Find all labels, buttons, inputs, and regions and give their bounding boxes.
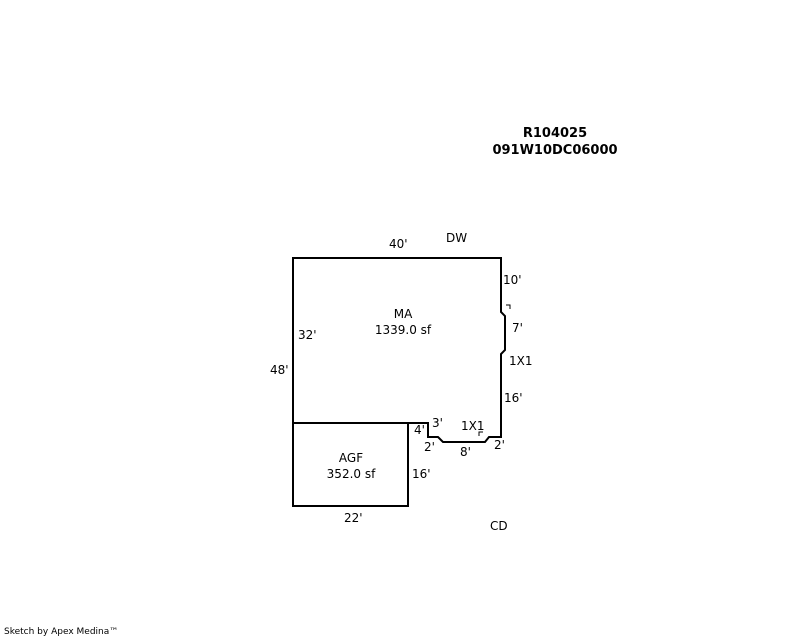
dim-notch-step: 3' bbox=[432, 416, 443, 430]
sketch-credit: Sketch by Apex Medina™ bbox=[4, 627, 119, 637]
garage-outline bbox=[292, 422, 409, 507]
map-number: 091W10DC06000 bbox=[492, 143, 618, 158]
dim-main-left: 32' bbox=[298, 328, 317, 342]
top-marker: DW bbox=[446, 231, 468, 245]
parcel-id: R104025 bbox=[522, 126, 588, 141]
corner-tick-notch bbox=[478, 431, 483, 436]
main-area-label: MA 1339.0 sf bbox=[360, 306, 446, 338]
bottom-marker: CD bbox=[490, 519, 508, 533]
parcel-identifiers: R104025 091W10DC06000 bbox=[470, 125, 640, 159]
garage-area-label: AGF 352.0 sf bbox=[311, 450, 391, 482]
dim-notch-right-offset: 2' bbox=[494, 438, 505, 452]
dim-notch-label: 1X1 bbox=[461, 419, 485, 433]
dim-right-lower: 16' bbox=[504, 391, 523, 405]
corner-tick-bay bbox=[506, 304, 511, 309]
garage-code: AGF bbox=[338, 451, 364, 465]
main-area-code: MA bbox=[393, 307, 413, 321]
dim-garage-right: 16' bbox=[412, 467, 431, 481]
dim-top-width: 40' bbox=[389, 237, 408, 251]
dim-left-height: 48' bbox=[270, 363, 289, 377]
dim-garage-bottom: 22' bbox=[344, 511, 363, 525]
dim-right-upper: 10' bbox=[503, 273, 522, 287]
garage-size: 352.0 sf bbox=[326, 467, 376, 481]
dim-notch-bottom: 8' bbox=[460, 445, 471, 459]
main-area-size: 1339.0 sf bbox=[374, 323, 432, 337]
dim-right-bay: 7' bbox=[512, 321, 523, 335]
main-area-outline bbox=[292, 257, 506, 443]
dim-notch-vertical: 4' bbox=[414, 423, 425, 437]
dim-notch-left-offset: 2' bbox=[424, 440, 435, 454]
dim-bay-label: 1X1 bbox=[509, 354, 533, 368]
